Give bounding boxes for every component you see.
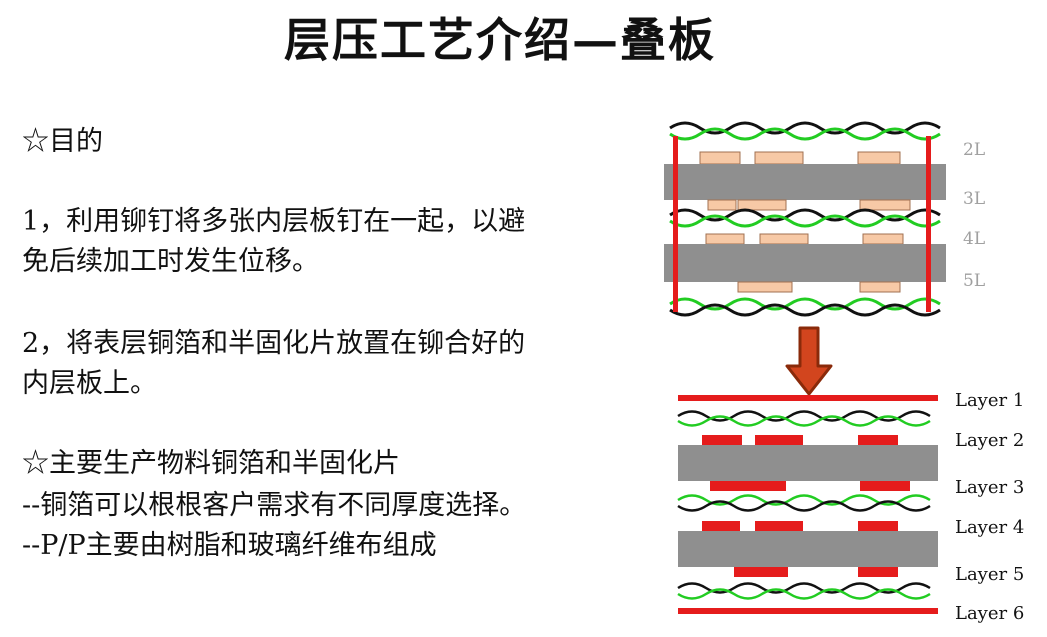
item-1-line-1: 1，利用铆钉将多张内层板钉在一起，以避 [22, 206, 526, 237]
core-bottom-1 [678, 445, 938, 481]
rivet-right [926, 136, 931, 312]
core-2 [664, 244, 946, 282]
layup-stack-diagram [677, 395, 938, 614]
top-label-2l: 2L [963, 140, 986, 160]
pad-layer4-2 [755, 521, 803, 531]
prepreg-green-fiber-2 [669, 214, 941, 228]
top-label-5l: 5L [963, 271, 986, 291]
prepreg-green-fiber-1 [669, 127, 941, 141]
page-title: 层压工艺介绍—叠板 [284, 13, 716, 67]
pad-4l-2 [759, 233, 809, 245]
core-bottom-2 [678, 531, 938, 567]
layer-label-3: Layer 3 [955, 477, 1025, 498]
pad-layer3-3 [860, 481, 910, 491]
materials-line-1: --铜箔可以根根客户需求有不同厚度选择。 [22, 490, 527, 521]
prepreg-green-fiber-3 [669, 297, 941, 311]
pad-3l-3 [859, 199, 911, 211]
pad-3l-1 [707, 199, 737, 211]
purpose-heading: ☆目的 [22, 126, 103, 157]
layer-label-4: Layer 4 [955, 517, 1025, 538]
pad-layer2-3 [858, 435, 898, 445]
pad-layer4-1 [702, 521, 740, 531]
pad-layer2-2 [755, 435, 803, 445]
pad-layer3-1 [710, 481, 740, 491]
pad-layer5-2 [858, 567, 898, 577]
copper-foil-layer-6 [678, 608, 938, 614]
pad-4l-3 [862, 233, 904, 245]
pad-layer3-2 [740, 481, 786, 491]
materials-line-2: --P/P主要由树脂和玻璃纤维布组成 [22, 530, 437, 561]
materials-heading: ☆主要生产物料铜箔和半固化片 [22, 448, 400, 479]
layer-label-2: Layer 2 [955, 430, 1025, 451]
prepreg-black-fiber-2 [669, 208, 941, 222]
prepreg-black-fiber-b [677, 500, 931, 512]
pad-2l-1 [699, 151, 741, 165]
core-1 [664, 164, 946, 200]
pad-layer2-1 [702, 435, 742, 445]
prepreg-green-fiber-a [677, 415, 931, 427]
prepreg-black-fiber-3 [669, 303, 941, 317]
prepreg-green-fiber-b [677, 494, 931, 506]
prepreg-black-fiber-c [677, 582, 931, 594]
pad-layer4-3 [858, 521, 898, 531]
item-2-line-1: 2，将表层铜箔和半固化片放置在铆合好的 [22, 328, 526, 359]
pad-2l-2 [754, 151, 804, 165]
prepreg-black-fiber-a [677, 410, 931, 422]
pad-4l-1 [705, 233, 745, 245]
top-label-4l: 4L [963, 229, 986, 249]
copper-foil-layer-1 [678, 395, 938, 401]
pad-2l-3 [857, 151, 901, 165]
item-1-line-2: 免后续加工时发生位移。 [22, 246, 319, 277]
top-label-3l: 3L [963, 189, 986, 209]
prepreg-green-fiber-c [677, 588, 931, 600]
layer-label-5: Layer 5 [955, 564, 1025, 585]
layer-label-1: Layer 1 [955, 390, 1025, 411]
pad-3l-2 [737, 199, 787, 211]
pad-5l-2 [859, 281, 901, 293]
down-arrow-icon [785, 326, 833, 396]
prepreg-black-fiber-1 [669, 121, 941, 135]
rivet-left [673, 136, 678, 312]
riveted-stackup-diagram [664, 121, 946, 317]
item-2-line-2: 内层板上。 [22, 368, 157, 399]
pad-layer5-1 [734, 567, 788, 577]
layer-label-6: Layer 6 [955, 603, 1025, 624]
pad-5l-1 [737, 281, 793, 293]
